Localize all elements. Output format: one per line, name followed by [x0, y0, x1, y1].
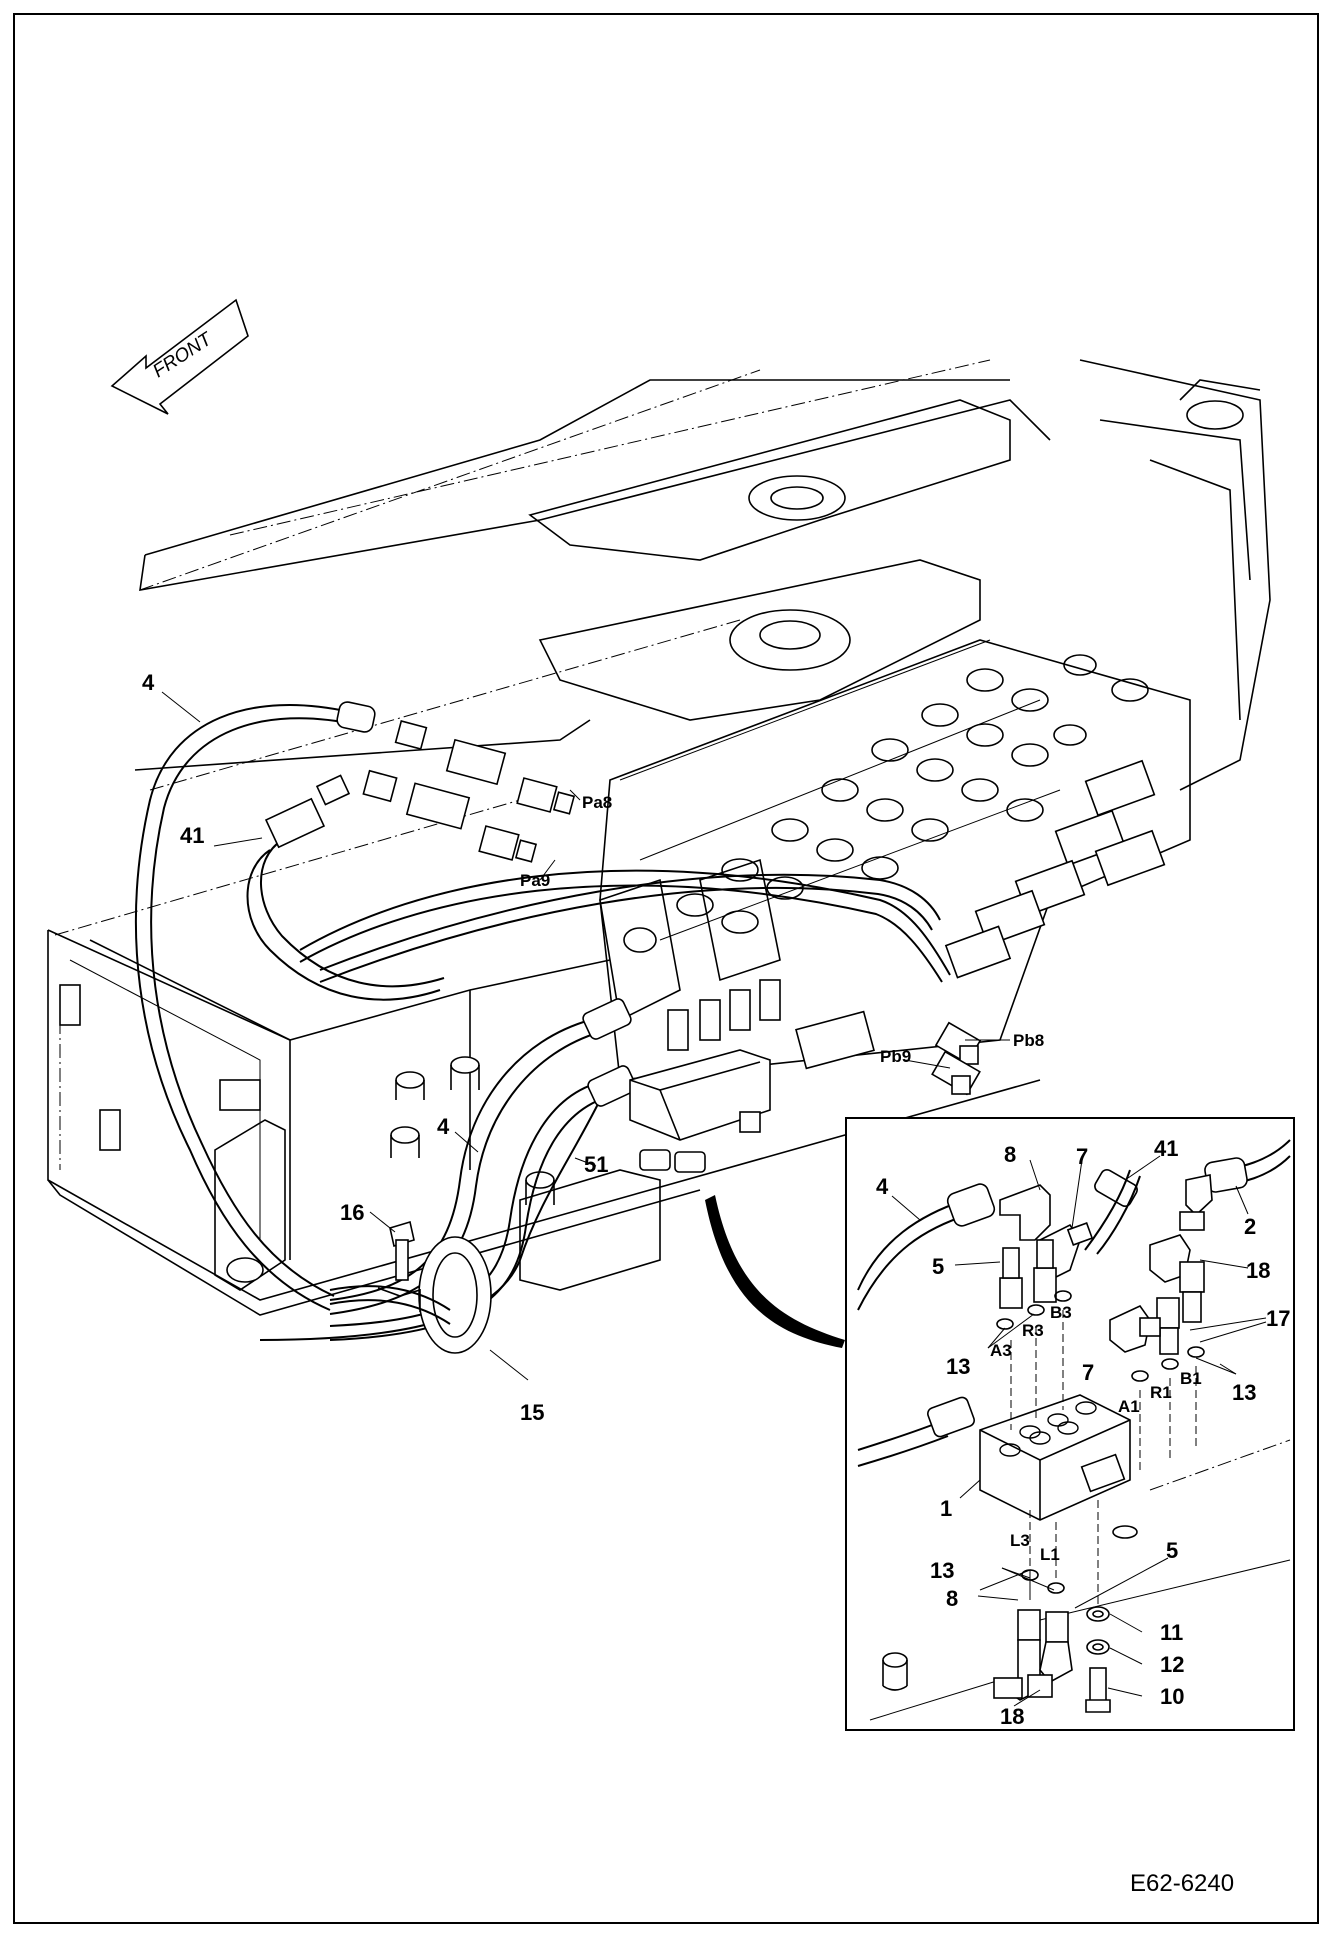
inset-callout-11: 11: [1160, 1620, 1183, 1645]
inset-callout-4: 4: [876, 1174, 889, 1199]
crossing-hoses: [299, 869, 951, 983]
hose-41: [246, 769, 538, 1001]
callout-16: 16: [340, 1200, 364, 1225]
main-leaders: [161, 691, 1010, 1381]
port-pa9: Pa9: [520, 871, 550, 890]
port-pa8: Pa8: [582, 793, 612, 812]
inset-port-a3: A3: [990, 1341, 1012, 1360]
inset-port-r3: R3: [1022, 1321, 1044, 1340]
grommet-15: [329, 1236, 492, 1354]
inset-callout-1: 1: [940, 1496, 952, 1521]
control-valve: [599, 639, 1191, 1081]
inset-callout-2: 2: [1244, 1214, 1256, 1239]
hose-4: [134, 701, 576, 1311]
inset-port-r1: R1: [1150, 1383, 1172, 1402]
inset-port-l3: L3: [1010, 1531, 1030, 1550]
inset-callout-8-lower: 8: [946, 1586, 958, 1611]
inset-port-a1: A1: [1118, 1397, 1140, 1416]
pb-fittings: [931, 1021, 982, 1096]
inset-callout-8-upper: 8: [1004, 1142, 1016, 1167]
inset-callout-18-lower: 18: [1000, 1704, 1024, 1729]
port-pb9: Pb9: [880, 1047, 911, 1066]
callout-41: 41: [180, 823, 204, 848]
callout-4-upper: 4: [142, 670, 155, 695]
inset-callout-7-lower: 7: [1082, 1360, 1094, 1385]
port-pb8: Pb8: [1013, 1031, 1044, 1050]
inset-callout-12: 12: [1160, 1652, 1184, 1677]
inset-callout-5-lower: 5: [1166, 1538, 1178, 1563]
inset-callout-41: 41: [1154, 1136, 1178, 1161]
callout-15: 15: [520, 1400, 544, 1425]
callout-51: 51: [584, 1152, 608, 1177]
inset-leaders: [891, 1155, 1267, 1707]
block-51: [629, 979, 781, 1173]
front-arrow-icon: [110, 298, 249, 415]
inset-callout-7-upper: 7: [1076, 1144, 1088, 1169]
detail-inset: [857, 1139, 1291, 1721]
inset-callout-13-lower: 13: [930, 1558, 954, 1583]
inset-port-l1: L1: [1040, 1545, 1060, 1564]
inset-callout-13-right: 13: [1232, 1380, 1256, 1405]
callout-4-lower: 4: [437, 1114, 450, 1139]
inset-callout-17: 17: [1266, 1306, 1290, 1331]
inset-port-b3: B3: [1050, 1303, 1072, 1322]
inset-port-b1: B1: [1180, 1369, 1202, 1388]
inset-callout-18-upper: 18: [1246, 1258, 1270, 1283]
inset-callout-13-left: 13: [946, 1354, 970, 1379]
clamp-bolt-16: [377, 1220, 421, 1312]
inset-callout-10: 10: [1160, 1684, 1184, 1709]
detail-pointer-arrow: [705, 1195, 845, 1348]
page-border: [13, 13, 1319, 1924]
machine-frame: [47, 359, 1271, 1316]
inset-callout-5-upper: 5: [932, 1254, 944, 1279]
figure-code: E62-6240: [1130, 1870, 1234, 1897]
